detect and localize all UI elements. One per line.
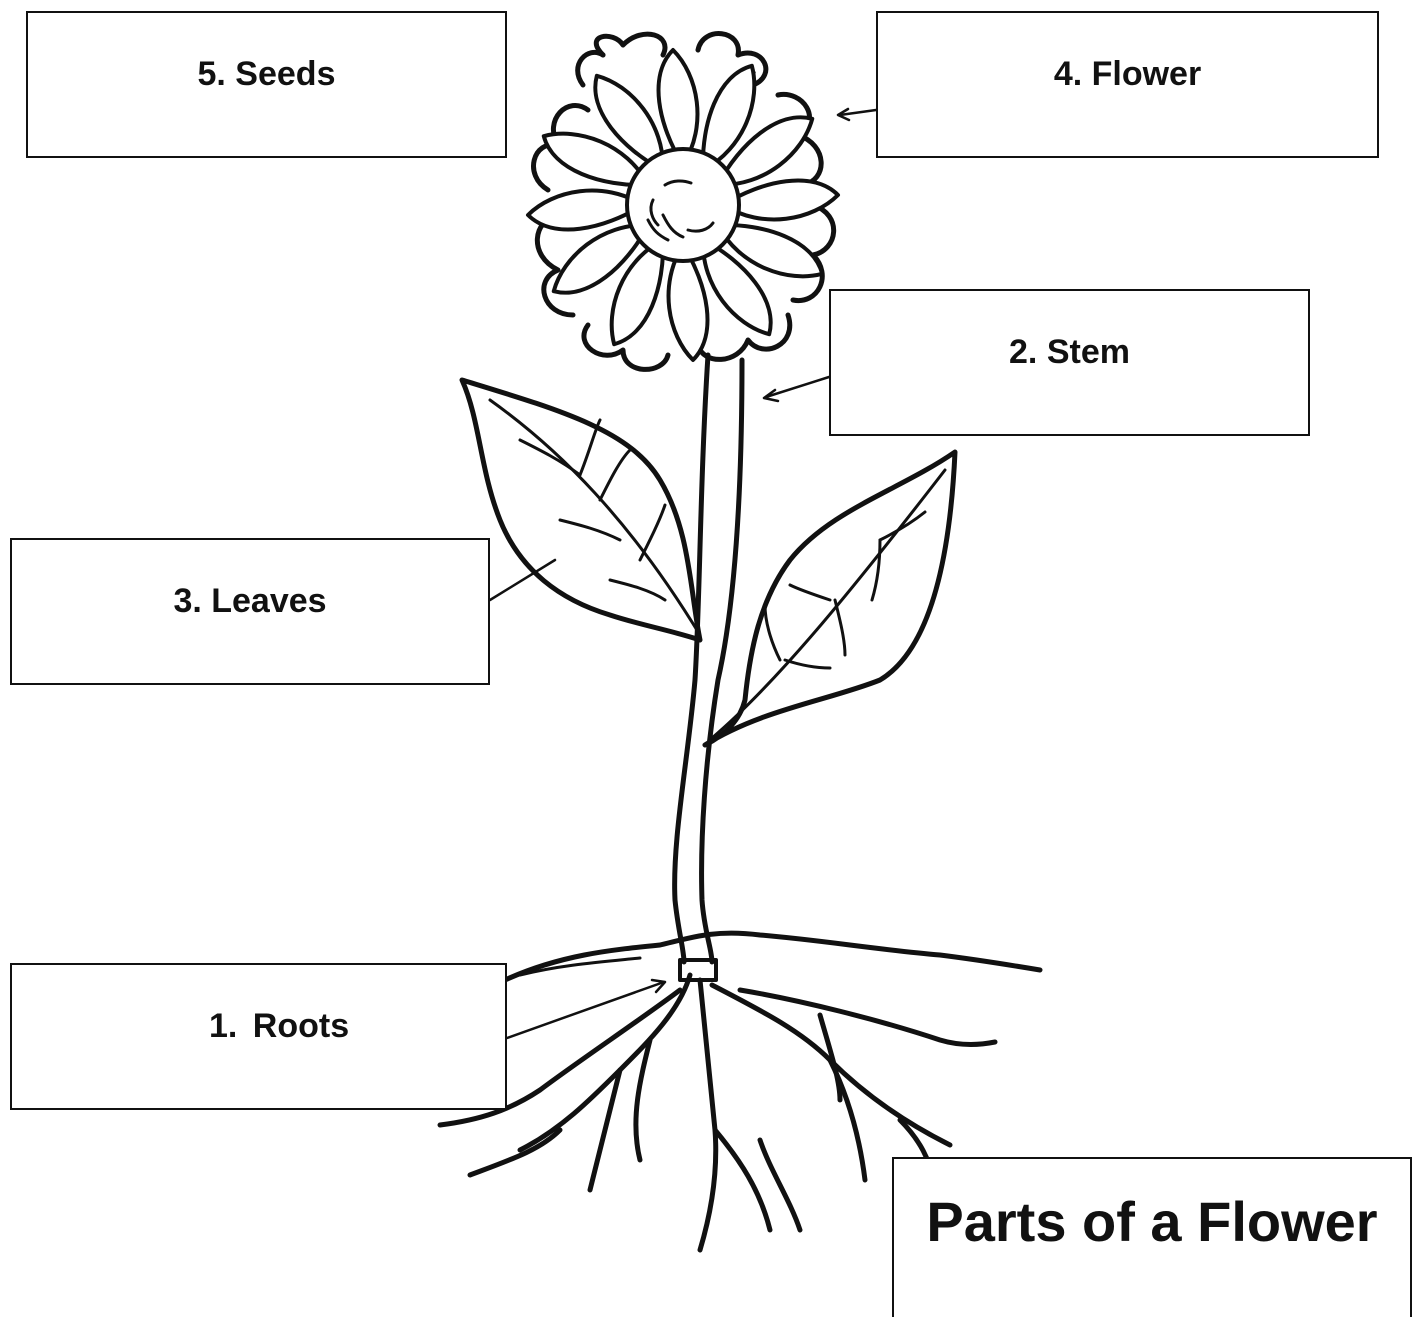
label-seeds: 5. Seeds [28, 55, 505, 94]
label-box-leaves: 3. Leaves [10, 538, 490, 685]
label-box-stem: 2. Stem [829, 289, 1310, 436]
label-leaves: 3. Leaves [12, 582, 488, 621]
label-flower: 4. Flower [878, 55, 1377, 94]
label-box-seeds: 5. Seeds [26, 11, 507, 158]
label-box-roots: 1. Roots [10, 963, 507, 1110]
left-leaf-drawing [462, 380, 700, 640]
label-stem: 2. Stem [831, 333, 1308, 372]
stem-drawing [675, 355, 742, 962]
title-box: Parts of a Flower [892, 1157, 1412, 1317]
soil-line [505, 933, 1040, 980]
flower-head-drawing [528, 34, 838, 370]
right-leaf-drawing [705, 452, 955, 745]
label-roots: 1. Roots [209, 1007, 349, 1046]
label-box-flower: 4. Flower [876, 11, 1379, 158]
diagram-title: Parts of a Flower [894, 1189, 1410, 1254]
